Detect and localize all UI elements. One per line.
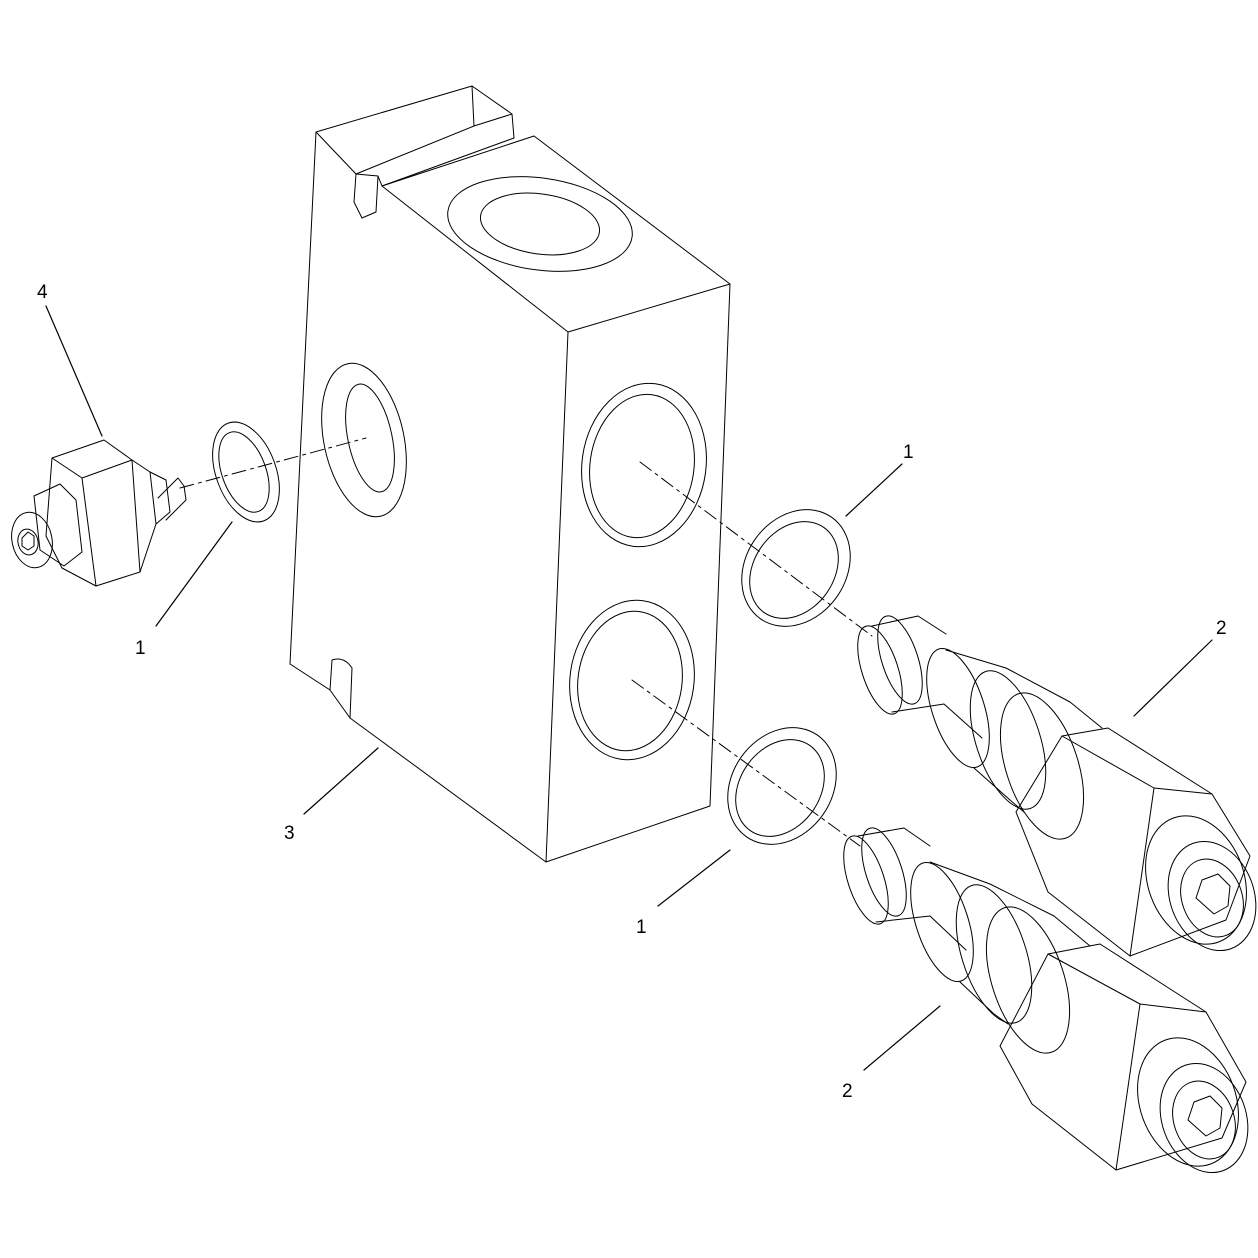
o-ring-upper-right: [741, 509, 851, 627]
cartridge-valve-lower: [843, 827, 1249, 1174]
manifold-block: [289, 85, 731, 863]
callout-2-upper: 2: [1216, 618, 1227, 639]
plug-fitting: [11, 439, 187, 587]
cartridge-valve-upper: [857, 615, 1257, 957]
center-lines: [179, 437, 873, 847]
o-ring-left: [212, 421, 280, 523]
callout-1-upper-right: 1: [903, 442, 914, 463]
callout-3: 3: [284, 823, 295, 844]
callouts: 4 1 1 1 2 2 3: [37, 282, 1227, 1102]
callout-4: 4: [37, 282, 48, 303]
callout-1-lower: 1: [636, 917, 647, 938]
callout-1-left: 1: [135, 638, 146, 659]
o-ring-lower: [727, 727, 837, 845]
callout-2-lower: 2: [842, 1081, 853, 1102]
leader-lines: [45, 305, 1213, 1071]
